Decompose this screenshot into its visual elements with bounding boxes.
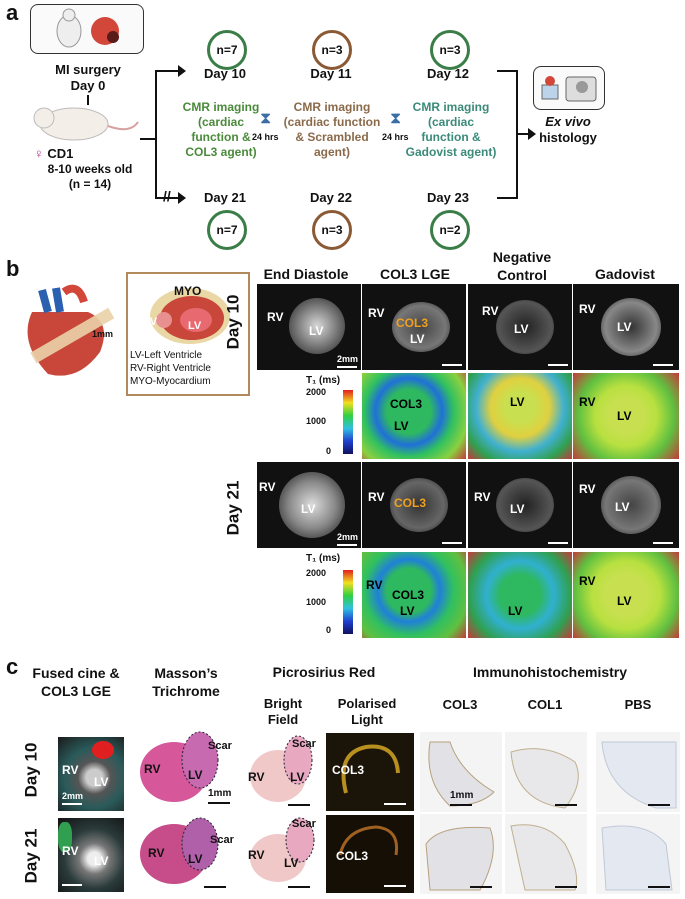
wait-24hrs-2: 24 hrs: [382, 132, 409, 142]
t1map-day10-col3: COL3 LV: [362, 373, 466, 459]
ihc-col3-day21: [420, 814, 502, 894]
col-ihc: Immunohistochemistry: [472, 664, 628, 680]
day0-label: Day 0: [70, 78, 106, 93]
mri-day10-col3-lge: RV COL3 LV: [362, 284, 466, 370]
t1map-day21-negative: LV: [468, 552, 572, 638]
day22-bottom: Day 22: [310, 190, 352, 205]
row-day10-c: Day 10: [21, 742, 41, 798]
ihc-pbs-day10: [596, 732, 680, 812]
picrosirius-bright-day10: RV LV Scar: [246, 730, 320, 812]
col-picrosirius: Picrosirius Red: [272, 664, 376, 680]
heart-slice-legend-box: MYO RV LV LV-Left Ventricle RV-Right Ven…: [126, 272, 250, 396]
ihc-pbs-day21: [596, 814, 680, 894]
mri-day10-end-diastole: RV LV 2mm: [257, 284, 361, 370]
strain-label: ♀ CD1: [34, 146, 74, 161]
histology-equipment-icon-box: [533, 66, 605, 110]
mri-day21-col3-lge: RV COL3: [362, 462, 466, 548]
day12-top: Day 12: [427, 66, 469, 81]
wait-24hrs-1: 24 hrs: [252, 132, 279, 142]
day23-bottom: Day 23: [427, 190, 469, 205]
n-circle-day11: n=3: [312, 30, 352, 70]
day21-bottom: Day 21: [204, 190, 246, 205]
legend-rv: RV-Right Ventricle: [130, 363, 211, 374]
t1-tick-1000-a: 1000: [306, 416, 327, 426]
row-day21-b: Day 21: [223, 480, 243, 536]
sub-bright-field: Bright Field: [263, 696, 303, 727]
mri-day10-gadovist: RV LV: [573, 284, 679, 370]
mri-day10-negative: RV LV: [468, 284, 572, 370]
sub-polarised: Polarised Light: [337, 696, 397, 727]
col-col3-lge: COL3 LGE: [379, 266, 450, 282]
fused-cine-day10: RV LV 2mm: [58, 737, 124, 811]
panel-a-letter: a: [6, 0, 19, 25]
n-circle-day12: n=3: [430, 30, 470, 70]
histology-label: histology: [539, 130, 597, 145]
ihc-col1-day21: [505, 814, 587, 894]
massons-day10: RV LV Scar 1mm: [134, 730, 238, 812]
t1-tick-2000-b: 2000: [306, 568, 327, 578]
picrosirius-polarised-day10: COL3: [326, 733, 414, 811]
rv-label-legend: RV: [142, 316, 158, 328]
t1-tick-1000-b: 1000: [306, 597, 327, 607]
panel-b-letter: b: [6, 256, 20, 281]
t1-colorbar-day21: [343, 570, 353, 634]
row-day21-c: Day 21: [21, 828, 41, 884]
col-massons: Masson’s Trichrome: [152, 665, 220, 699]
t1map-day21-col3: RV COL3 LV: [362, 552, 466, 638]
t1map-day21-gadovist: RV LV: [573, 552, 679, 638]
legend-lv: LV-Left Ventricle: [130, 350, 203, 361]
t1-tick-0-a: 0: [326, 446, 332, 456]
mri-day21-gadovist: RV LV: [573, 462, 679, 548]
exvivo-label: Ex vivo: [545, 114, 591, 129]
n-circle-day23: n=2: [430, 210, 470, 250]
col-fused-cine: Fused cine & COL3 LGE: [32, 665, 120, 699]
t1-tick-0-b: 0: [326, 625, 332, 635]
sub-pbs: PBS: [624, 697, 652, 712]
col-gadovist: Gadovist: [595, 266, 655, 282]
day10-top: Day 10: [204, 66, 246, 81]
ihc-col3-day10: 1mm: [420, 732, 502, 812]
n-circle-day10: n=7: [207, 30, 247, 70]
lv-label-legend: LV: [188, 320, 202, 332]
legend-myo: MYO-Myocardium: [130, 376, 211, 387]
t1map-day10-gadovist: RV LV: [573, 373, 679, 459]
mouse-icon: [30, 98, 140, 144]
sub-col1: COL1: [527, 697, 563, 712]
t1map-day10-negative: LV: [468, 373, 572, 459]
heart-illustration: [8, 282, 120, 384]
picrosirius-polarised-day21: COL3: [326, 815, 414, 893]
t1-colorbar-day10: [343, 390, 353, 454]
fused-cine-day21: RV LV: [58, 818, 124, 892]
hourglass-icon: ⧗: [390, 110, 402, 127]
age-label: 8-10 weeks old: [47, 162, 133, 176]
mouse-heart-icon-box: [30, 4, 144, 54]
massons-day21: RV LV Scar: [134, 812, 238, 894]
col-end-diastole: End Diastole: [263, 266, 349, 282]
t1-tick-2000-a: 2000: [306, 387, 327, 397]
n-total-label: (n = 14): [68, 177, 112, 191]
n-circle-day22: n=3: [312, 210, 352, 250]
mi-surgery-label: MI surgery: [55, 62, 121, 77]
n-circle-day21: n=7: [207, 210, 247, 250]
ihc-col1-day10: [505, 732, 587, 812]
mri-day21-end-diastole: RV LV 2mm: [257, 462, 361, 548]
panel-c-letter: c: [6, 654, 19, 679]
t1-label-day10: T₁ (ms): [306, 375, 341, 386]
sub-col3: COL3: [442, 697, 478, 712]
myo-label: MYO: [174, 284, 202, 298]
hourglass-icon: ⧗: [260, 110, 272, 127]
mri-day21-negative: RV LV: [468, 462, 572, 548]
col-negative-control: Negative Control: [492, 249, 552, 283]
picrosirius-bright-day21: RV LV Scar: [246, 812, 320, 894]
scale-1mm-heart: 1mm: [92, 329, 114, 339]
row-day10-b: Day 10: [223, 294, 243, 350]
day11-top: Day 11: [310, 66, 352, 81]
t1-label-day21: T₁ (ms): [306, 553, 341, 564]
